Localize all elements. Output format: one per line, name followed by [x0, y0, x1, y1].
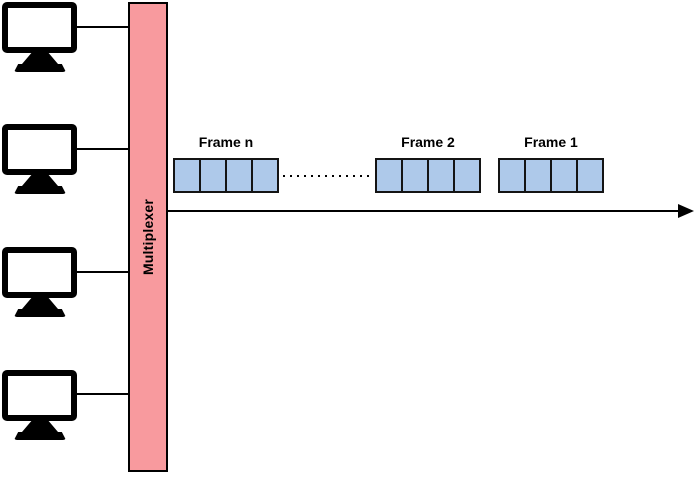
- frame-group-2: Frame 2: [375, 134, 481, 193]
- input-line: [76, 393, 129, 395]
- input-line: [76, 271, 129, 273]
- frame-slot: [199, 158, 227, 193]
- frame-slot: [375, 158, 403, 193]
- frame-slot: [225, 158, 253, 193]
- output-line: [168, 210, 680, 212]
- monitor-screen: [2, 370, 77, 421]
- computer-icon: [2, 124, 78, 194]
- frame-slot: [401, 158, 429, 193]
- monitor-stand-base: [14, 186, 66, 194]
- frame-slot: [173, 158, 201, 193]
- frame-slot: [576, 158, 604, 193]
- frame-slot: [251, 158, 279, 193]
- monitor-stand-neck: [22, 421, 58, 432]
- frame-label: Frame 1: [524, 134, 578, 150]
- frame-slots: [498, 158, 604, 193]
- frame-slot: [427, 158, 455, 193]
- monitor-screen: [2, 124, 77, 175]
- frame-label: Frame 2: [401, 134, 455, 150]
- frame-slots: [173, 158, 279, 193]
- monitor-screen: [2, 247, 77, 298]
- monitor-stand-neck: [22, 53, 58, 64]
- computer-icon: [2, 370, 78, 440]
- monitor-stand-neck: [22, 175, 58, 186]
- ellipsis-dotted-line: [283, 175, 374, 177]
- computer-icon: [2, 247, 78, 317]
- monitor-stand-base: [14, 432, 66, 440]
- frame-slot: [550, 158, 578, 193]
- monitor-stand-base: [14, 309, 66, 317]
- input-line: [76, 26, 129, 28]
- input-line: [76, 148, 129, 150]
- frame-group-n: Frame n: [173, 134, 279, 193]
- frame-slot: [453, 158, 481, 193]
- frame-slot: [498, 158, 526, 193]
- computer-icon: [2, 2, 78, 72]
- monitor-stand-base: [14, 64, 66, 72]
- monitor-stand-neck: [22, 298, 58, 309]
- frame-slots: [375, 158, 481, 193]
- multiplexer-box: Multiplexer: [128, 2, 168, 472]
- frame-group-1: Frame 1: [498, 134, 604, 193]
- frame-slot: [524, 158, 552, 193]
- arrow-head-icon: [678, 204, 694, 218]
- multiplexer-label: Multiplexer: [140, 198, 157, 276]
- monitor-screen: [2, 2, 77, 53]
- frame-label: Frame n: [198, 134, 254, 150]
